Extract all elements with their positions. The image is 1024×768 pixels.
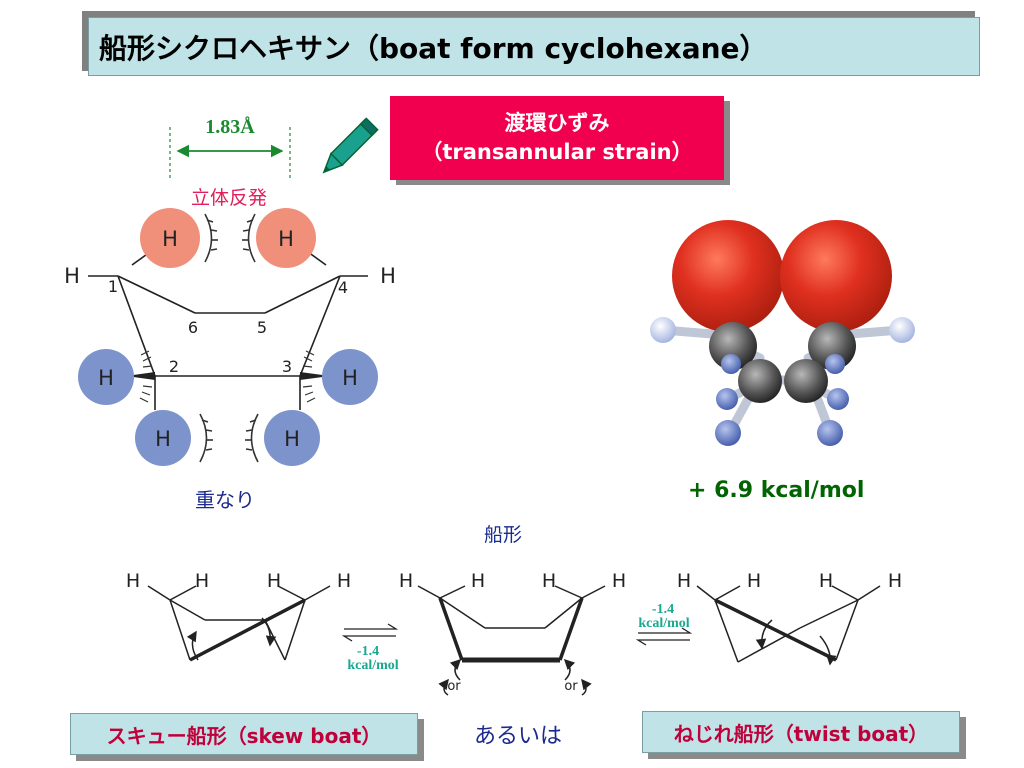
carbon-numbers: 1 2 3 4 5 6 (108, 277, 348, 376)
flagpole-hydrogen-left (140, 208, 200, 268)
svg-text:H: H (126, 570, 140, 592)
svg-text:H: H (612, 570, 626, 592)
hash-marks-c2 (139, 350, 153, 403)
wedge-bond-right (300, 372, 330, 380)
svg-text:H: H (98, 366, 114, 390)
svg-text:H: H (542, 570, 556, 592)
hydrogen-c2-axial (78, 349, 134, 405)
boat-label: 船形 (484, 524, 523, 546)
alternative-label: あるいは (474, 724, 563, 749)
hydrogen-c2-eclipsed (135, 410, 191, 466)
energy-left-unit: kcal/mol (347, 658, 398, 673)
equilibrium-arrows-left (341, 623, 399, 642)
steric-repulsion-label: 立体反発 (191, 187, 267, 209)
svg-text:H: H (888, 570, 902, 592)
svg-text:1: 1 (108, 277, 118, 296)
svg-text:H: H (162, 227, 178, 251)
svg-text:H: H (337, 570, 351, 592)
svg-text:3: 3 (282, 357, 292, 376)
distance-label: 1.83Å (205, 115, 255, 138)
flagpole-hydrogen-right (256, 208, 316, 268)
strain-label-jp: 渡環ひずみ (504, 111, 610, 135)
svg-text:4: 4 (338, 278, 348, 297)
svg-text:H: H (64, 264, 80, 288)
hydrogen-c3-axial (322, 349, 378, 405)
svg-text:H: H (342, 366, 358, 390)
strain-label-en: （transannular strain） (421, 140, 693, 164)
svg-text:H: H (819, 570, 833, 592)
boat-structure-center (417, 585, 606, 696)
wedge-bond-left (126, 372, 155, 380)
twist-boat-label: ねじれ船形（twist boat） (642, 711, 960, 753)
svg-text:H: H (471, 570, 485, 592)
boat-hydrogens: H H H H (399, 570, 626, 592)
hydrogen-c3-eclipsed (264, 410, 320, 466)
svg-text:2: 2 (169, 357, 179, 376)
energy-right-value: -1.4 (652, 602, 674, 617)
molecular-model (650, 220, 915, 446)
svg-text:6: 6 (188, 318, 198, 337)
svg-text:H: H (155, 427, 171, 451)
skew-boat-label: スキュー船形（skew boat） (70, 713, 418, 755)
twist-boat-hydrogens: H H H H (677, 570, 902, 592)
twist-boat-structure (696, 585, 881, 666)
page-title: 船形シクロヘキサン（boat form cyclohexane） (88, 17, 980, 76)
pencil-icon (322, 117, 379, 174)
equilibrium-arrows-right (635, 627, 693, 646)
hash-marks-c3 (302, 350, 316, 403)
distance-marker (169, 127, 291, 178)
energy-right-unit: kcal/mol (638, 616, 689, 631)
svg-text:H: H (195, 570, 209, 592)
or-label-left: or (447, 679, 461, 694)
energy-left-value: -1.4 (357, 644, 379, 659)
eclipsed-label: 重なり (195, 488, 255, 512)
svg-text:H: H (677, 570, 691, 592)
svg-text:H: H (747, 570, 761, 592)
svg-text:H: H (278, 227, 294, 251)
repulsion-arcs-top (204, 213, 256, 263)
svg-text:H: H (284, 427, 300, 451)
svg-text:H: H (399, 570, 413, 592)
skew-boat-hydrogens: H H H H (126, 570, 351, 592)
energy-label: + 6.9 kcal/mol (688, 478, 865, 503)
repulsion-arcs-bottom (199, 413, 259, 463)
svg-text:5: 5 (257, 318, 267, 337)
svg-text:H: H (380, 264, 396, 288)
skew-boat-structure (147, 585, 331, 662)
transannular-strain-box: 渡環ひずみ （transannular strain） (390, 96, 724, 180)
svg-text:H: H (267, 570, 281, 592)
atom-labels: H H H H H H H H (64, 227, 396, 451)
or-label-right: or (564, 679, 578, 694)
